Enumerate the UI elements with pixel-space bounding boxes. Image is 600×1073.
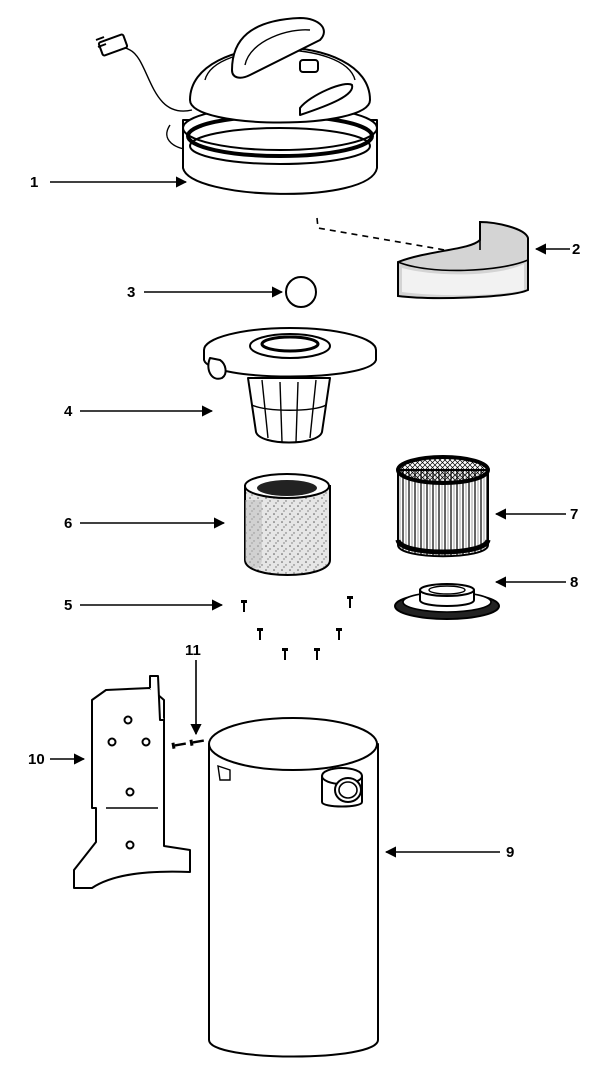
collection-tank-part	[208, 717, 379, 1058]
foam-filter-part	[244, 473, 331, 576]
callout-6: 6	[64, 515, 72, 532]
callout-7: 7	[570, 506, 578, 523]
callout-9: 9	[506, 844, 514, 861]
callout-1: 1	[30, 174, 38, 191]
callout-3: 3	[127, 284, 135, 301]
callout-8: 8	[570, 574, 578, 591]
float-cage-part	[203, 327, 377, 444]
callout-5: 5	[64, 597, 72, 614]
callout-11: 11	[185, 642, 201, 659]
callout-2: 2	[572, 241, 580, 258]
foam-filter-sleeve-part	[397, 220, 529, 299]
bracket-screws-part	[171, 739, 204, 749]
cartridge-filter-part	[395, 455, 491, 558]
screws-part	[241, 596, 353, 660]
callout-4: 4	[64, 403, 73, 420]
float-ball-part	[285, 276, 317, 308]
wall-mount-bracket-part	[73, 675, 191, 889]
filter-retainer-part	[394, 583, 500, 620]
powerhead-part	[95, 17, 378, 195]
callout-10: 10	[28, 751, 45, 768]
